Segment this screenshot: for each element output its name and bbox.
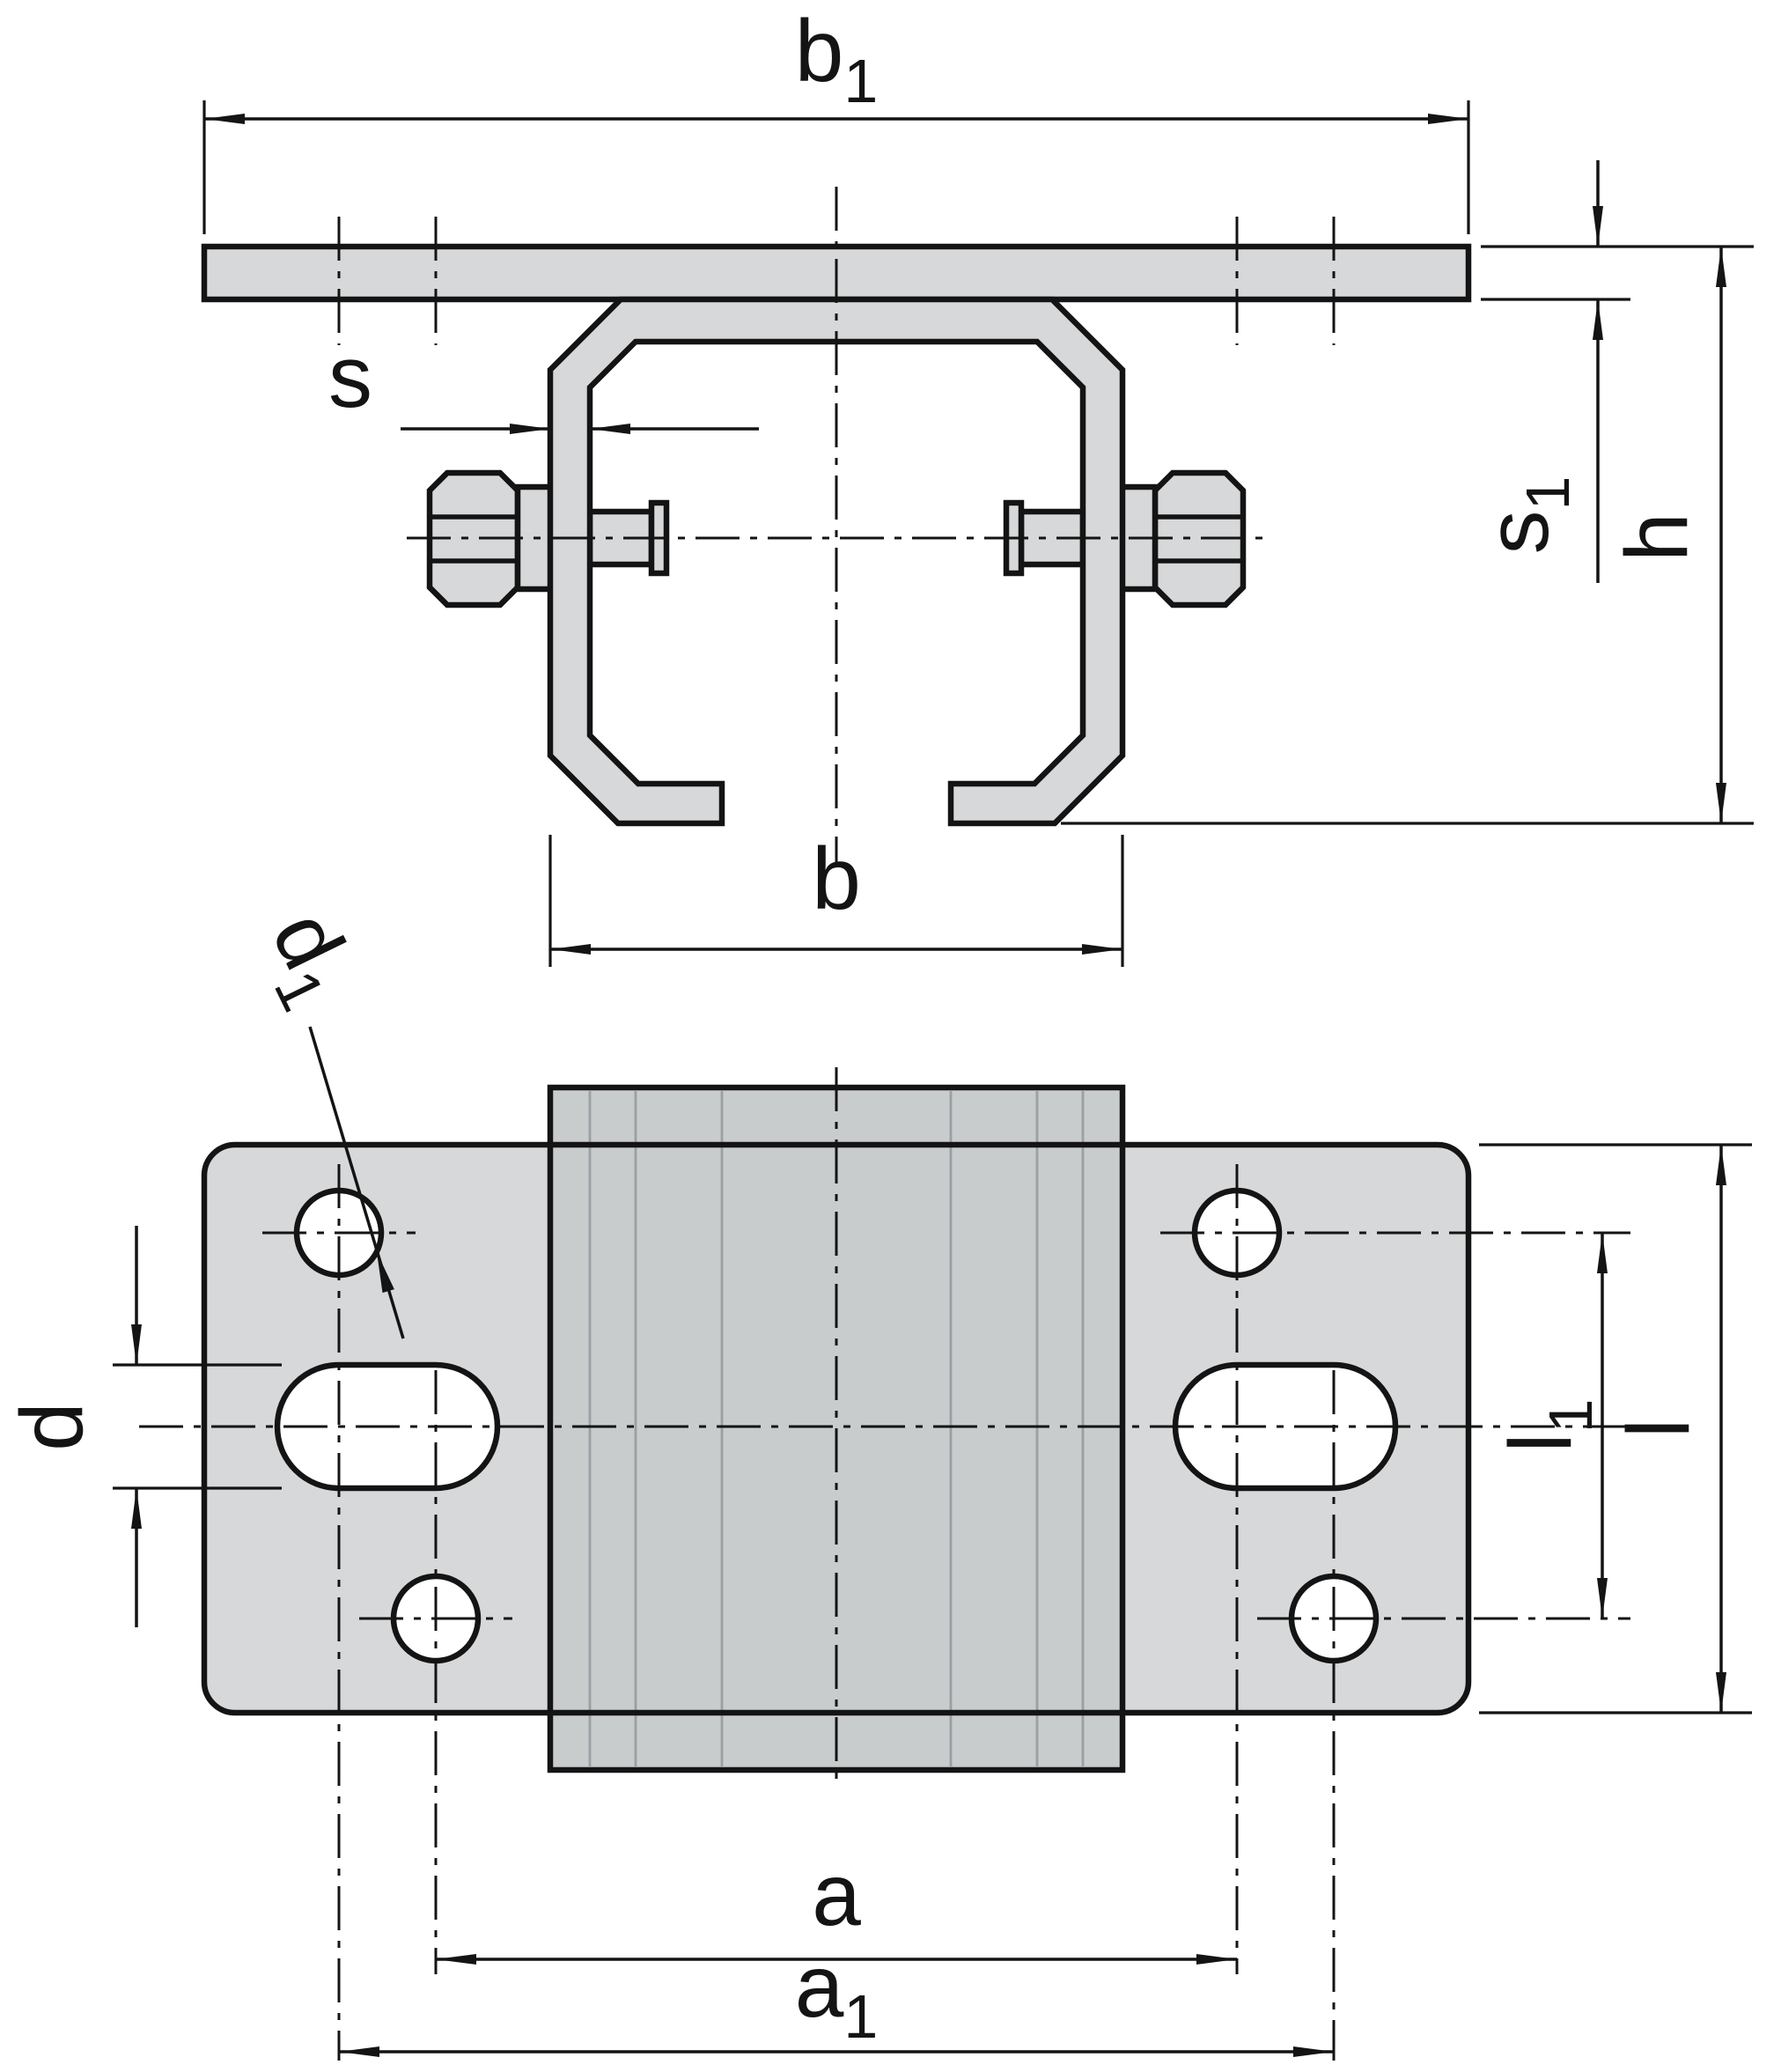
- front-section-view: b1 s s1 h b: [201, 2, 1754, 967]
- leader-arrowhead: [377, 1252, 394, 1294]
- dimension-b1: b1: [202, 2, 1470, 234]
- dim-label-h: h: [1608, 512, 1706, 562]
- plan-view: d1 d l1 l a a1: [3, 896, 1752, 2061]
- dimension-a: a: [436, 1846, 1237, 1965]
- dim-label-b: b: [812, 830, 861, 928]
- dimension-h: h: [1061, 247, 1754, 825]
- dimension-s: s: [328, 328, 759, 434]
- c-rail-profile: [547, 296, 1126, 827]
- dim-label-d: d: [3, 1402, 101, 1451]
- dim-label-d1: d1: [239, 896, 378, 1021]
- dimension-b: b: [548, 830, 1124, 967]
- dim-label-s1: s1: [1468, 476, 1582, 555]
- dim-label-a: a: [812, 1846, 861, 1944]
- dim-label-b1: b1: [795, 2, 879, 115]
- dim-label-a1: a1: [795, 1937, 879, 2051]
- dim-label-s: s: [328, 328, 372, 426]
- dim-label-l: l: [1609, 1419, 1708, 1438]
- plan-view-centerlines: [139, 1067, 1645, 2061]
- rail-band-edges: [588, 1091, 1085, 1766]
- dim-label-l1: l1: [1491, 1398, 1605, 1452]
- dimension-a1: a1: [339, 1937, 1334, 2057]
- dimension-d: d: [3, 1226, 282, 1627]
- dimension-l1: l1: [1491, 1233, 1608, 1619]
- dimension-s1: s1: [1468, 160, 1754, 583]
- dimension-l: l: [1479, 1143, 1752, 1714]
- front-view-centerlines: [337, 187, 1336, 867]
